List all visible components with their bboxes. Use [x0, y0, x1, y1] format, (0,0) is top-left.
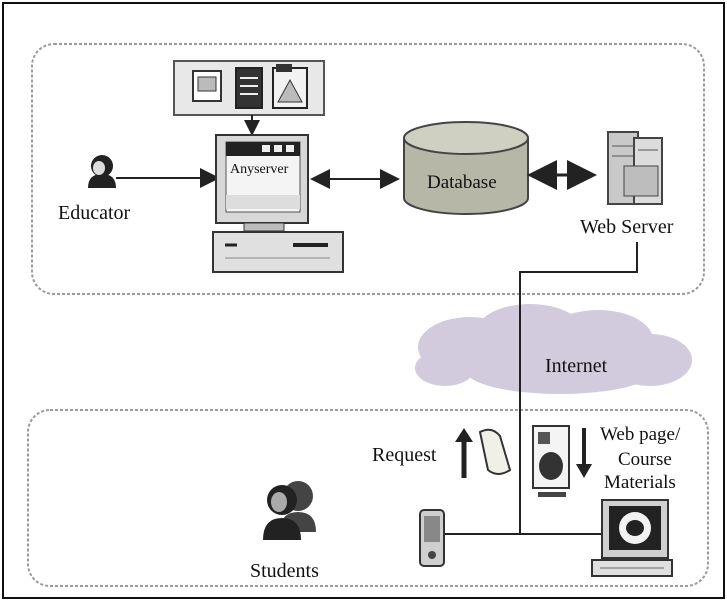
educator-label: Educator [58, 202, 131, 224]
request-document-icon [478, 428, 512, 475]
students-label: Students [250, 560, 319, 582]
anyserver-computer-icon [212, 134, 344, 273]
web-page-label-line3: Materials [604, 472, 676, 493]
anyserver-label: Anyserver [230, 162, 289, 177]
web-page-label-line1: Web page/ [600, 424, 681, 445]
students-icon [263, 481, 316, 540]
educator-icon [88, 155, 116, 188]
document-icons-box [173, 60, 325, 116]
web-server-label: Web Server [580, 216, 674, 238]
request-arrow [455, 428, 473, 478]
database-label: Database [427, 172, 497, 193]
internet-label: Internet [545, 355, 608, 377]
response-arrow [576, 428, 592, 478]
student-computer-icon [591, 499, 673, 577]
network-line [519, 242, 638, 534]
web-page-document-icon [532, 425, 570, 497]
students-panel [27, 409, 709, 587]
internet-cloud [415, 304, 692, 394]
web-page-label-line2: Course [618, 449, 672, 470]
educator-panel [31, 43, 705, 295]
handheld-device-icon [419, 509, 445, 567]
web-server-icon [607, 131, 663, 205]
request-label: Request [372, 444, 437, 466]
database-icon [403, 121, 529, 215]
